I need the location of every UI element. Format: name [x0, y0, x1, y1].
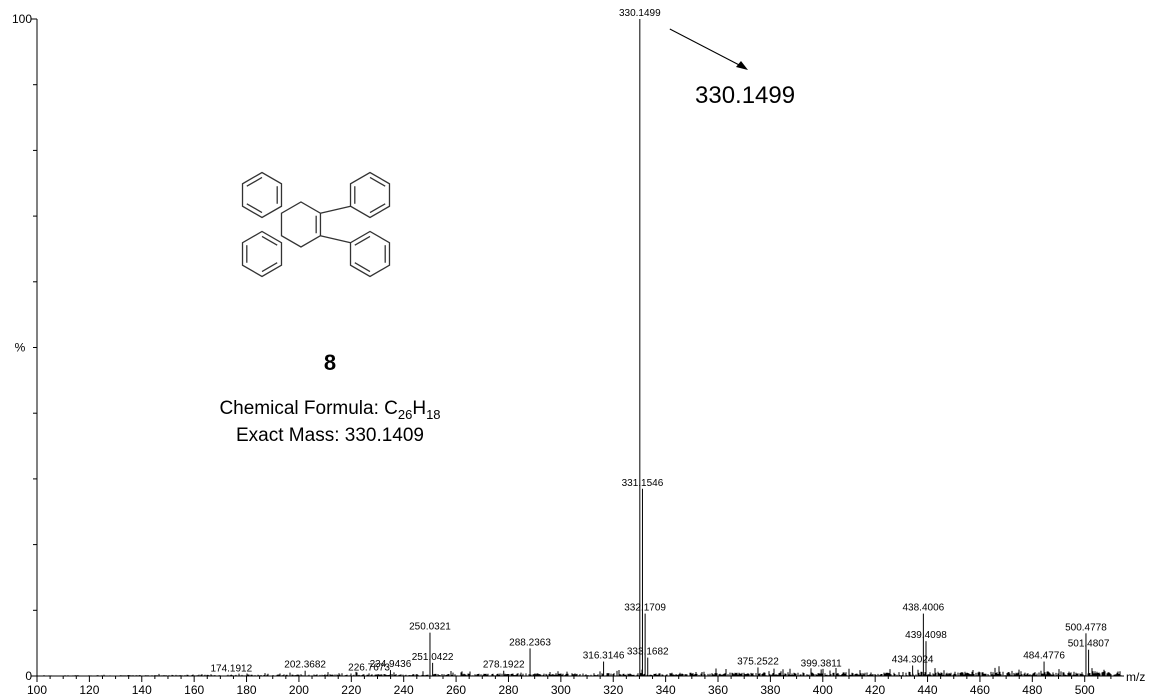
peak-label: 202.3682 [284, 660, 326, 671]
ring-upper-left-double-bond [246, 203, 263, 214]
compound-info: 8 Chemical Formula: C26H18 Exact Mass: 3… [190, 155, 470, 465]
peak-label: 501.4807 [1068, 639, 1110, 650]
x-tick-label: 400 [813, 683, 833, 697]
peak-label: 438.4006 [903, 603, 945, 614]
peak-label: 434.3024 [892, 654, 934, 665]
ring-lower-left-double-bond [261, 235, 278, 246]
bond-upper-phenyl [320, 205, 351, 214]
noise-path [43, 666, 1122, 676]
x-tick-label: 160 [184, 683, 204, 697]
x-tick-label: 300 [551, 683, 571, 697]
phenyl-lower [349, 230, 391, 278]
x-tick-label: 500 [1075, 683, 1095, 697]
formula-h: H [412, 398, 427, 419]
triphenylene-structure-drawing [241, 171, 391, 278]
x-tick-label: 440 [918, 683, 938, 697]
callout: 330.1499 [669, 28, 795, 109]
formula-prefix: Chemical Formula: C [219, 398, 398, 419]
x-tick-label: 180 [237, 683, 257, 697]
x-tick-label: 220 [341, 683, 361, 697]
peak-label: 332.1709 [624, 603, 666, 614]
peak-label: 333.1682 [627, 647, 669, 658]
y-tick-label: 100 [12, 12, 32, 26]
peak-label: 234.9436 [370, 659, 412, 670]
peak-label: 174.1912 [210, 664, 252, 675]
phenyl-lower-double-bond [354, 262, 371, 273]
x-tick-label: 460 [970, 683, 990, 697]
ring-lower-left [241, 230, 283, 278]
peak-label: 500.4778 [1065, 622, 1107, 633]
phenyl-upper-double-bond [369, 176, 386, 187]
callout-arrowhead [736, 61, 748, 70]
peak-label: 399.3811 [801, 658, 842, 669]
exact-mass: Exact Mass: 330.1409 [236, 425, 424, 446]
formula-c-count: 26 [397, 406, 413, 422]
bond-lower-phenyl [320, 235, 351, 244]
peak-label: 288.2363 [509, 637, 551, 648]
ring-upper-left-double-bond [246, 176, 263, 187]
peak-label: 316.3146 [583, 651, 625, 662]
x-tick-label: 200 [289, 683, 309, 697]
y-axis-label: % [15, 341, 26, 355]
x-tick-label: 340 [656, 683, 676, 697]
x-tick-label: 480 [1022, 683, 1042, 697]
peak-label: 226.7673 [348, 662, 390, 673]
x-tick-label: 240 [394, 683, 414, 697]
x-tick-label: 420 [865, 683, 885, 697]
ring-lower-left-double-bond [261, 262, 278, 273]
x-tick-label: 260 [446, 683, 466, 697]
x-tick-label: 380 [760, 683, 780, 697]
ring-center [280, 201, 322, 248]
callout-arrow-line [669, 28, 746, 69]
peak-label: 278.1922 [483, 660, 525, 671]
peak-label: 331.1546 [622, 478, 664, 489]
compound-number: 8 [323, 350, 337, 375]
x-tick-label: 360 [708, 683, 728, 697]
x-tick-label: 320 [603, 683, 623, 697]
x-axis-label: m/z [1126, 670, 1145, 684]
ring-upper-left [241, 171, 283, 219]
formula-h-count: 18 [426, 406, 441, 422]
y-tick-label: 0 [25, 669, 32, 683]
peak-label: 439.4098 [905, 630, 947, 641]
baseline-noise [43, 666, 1122, 676]
phenyl-upper [349, 171, 391, 219]
phenyl-lower-double-bond [354, 235, 371, 246]
callout-label: 330.1499 [695, 82, 795, 109]
chemical-formula: Chemical Formula: C26H18 [190, 398, 470, 422]
phenyl-upper-double-bond [369, 203, 386, 214]
peak-label: 250.0321 [409, 622, 451, 633]
x-tick-label: 140 [132, 683, 152, 697]
x-tick-label: 280 [498, 683, 518, 697]
peak-label: 484.4776 [1023, 651, 1065, 662]
x-tick-label: 120 [79, 683, 99, 697]
x-tick-label: 100 [27, 683, 47, 697]
peak-label: 251.0422 [412, 652, 454, 663]
peak-label: 375.2522 [737, 656, 779, 667]
peak-label: 330.1499 [619, 8, 661, 19]
